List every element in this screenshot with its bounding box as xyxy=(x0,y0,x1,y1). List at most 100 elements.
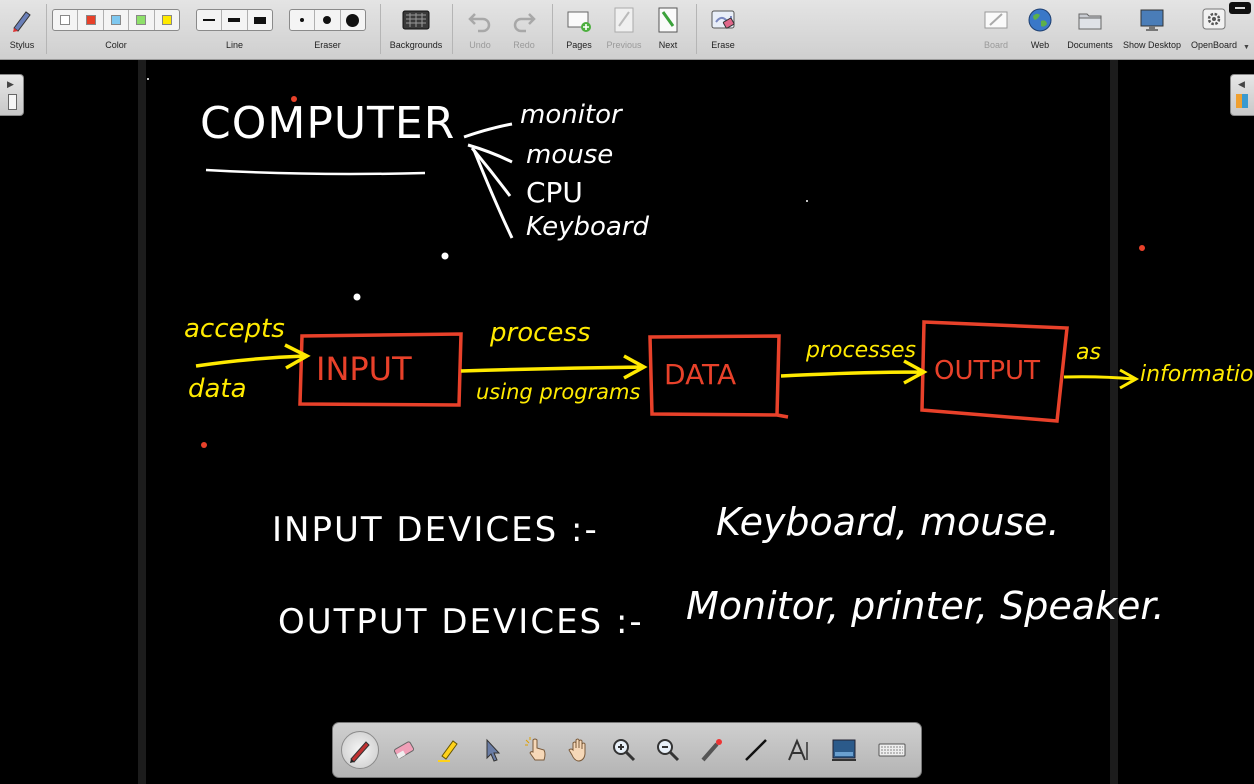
input-devices-label: INPUT DEVICES :- xyxy=(272,510,599,550)
flow-accepts-label: accepts xyxy=(184,314,285,344)
stylus-dock xyxy=(332,722,922,778)
eraser-small-button[interactable] xyxy=(290,10,316,30)
part-mouse: mouse xyxy=(526,140,614,170)
redo-icon xyxy=(513,13,536,33)
eraser-size-group xyxy=(289,9,366,31)
laser-pointer-icon xyxy=(701,739,722,762)
line-tool-button[interactable] xyxy=(737,731,775,769)
flow-input-box: INPUT xyxy=(316,350,412,388)
web-label: Web xyxy=(1030,40,1050,50)
flow-output-box: OUTPUT xyxy=(934,356,1040,386)
right-palette-tab[interactable]: ◀ xyxy=(1230,74,1254,116)
interact-tool-button[interactable] xyxy=(517,731,555,769)
hand-tool-button[interactable] xyxy=(561,731,599,769)
backgrounds-icon xyxy=(402,10,430,30)
text-icon xyxy=(788,738,808,761)
add-page-icon xyxy=(567,11,591,32)
line-label: Line xyxy=(225,40,243,50)
previous-page-icon xyxy=(614,7,634,33)
pen-icon xyxy=(350,741,370,763)
color-red-swatch[interactable] xyxy=(78,10,104,30)
flow-using-programs-label: using programs xyxy=(476,380,641,404)
keyboard-icon xyxy=(878,743,906,757)
input-devices-list: Keyboard, mouse. xyxy=(716,500,1060,544)
zoom-out-icon xyxy=(657,739,680,762)
zoom-in-tool-button[interactable] xyxy=(605,731,643,769)
part-cpu: CPU xyxy=(526,176,583,209)
flow-process-label: process xyxy=(490,318,591,348)
flow-information-label: information xyxy=(1140,362,1254,387)
pen-tool-button[interactable] xyxy=(341,731,379,769)
highlighter-icon xyxy=(438,740,458,762)
expand-right-icon: ▶ xyxy=(7,79,14,89)
line-thick-button[interactable] xyxy=(248,10,272,30)
board-icon xyxy=(984,11,1008,29)
gear-icon xyxy=(1202,8,1226,30)
library-panel-icon xyxy=(1236,94,1248,108)
output-devices-list: Monitor, printer, Speaker. xyxy=(686,584,1165,628)
flow-processes-label: processes xyxy=(806,338,917,363)
right-board-border xyxy=(1110,60,1118,784)
capture-tool-button[interactable] xyxy=(825,731,863,769)
color-label: Color xyxy=(105,40,127,50)
whiteboard-canvas[interactable] xyxy=(146,60,1110,784)
selector-tool-button[interactable] xyxy=(473,731,511,769)
color-white-swatch[interactable] xyxy=(53,10,79,30)
color-green-swatch[interactable] xyxy=(129,10,155,30)
show-desktop-label: Show Desktop xyxy=(1122,40,1182,50)
flow-data-label: data xyxy=(188,374,247,404)
eraser-icon xyxy=(393,741,415,759)
next-label: Next xyxy=(658,40,678,50)
output-devices-label: OUTPUT DEVICES :- xyxy=(278,602,644,642)
minimize-button[interactable] xyxy=(1229,2,1251,14)
eraser-label: Eraser xyxy=(314,40,341,50)
pages-label: Pages xyxy=(566,40,592,50)
color-palette xyxy=(52,9,180,31)
board-label: Board xyxy=(983,40,1009,50)
laser-pointer-tool-button[interactable] xyxy=(693,731,731,769)
left-palette-tab[interactable]: ▶ xyxy=(0,74,24,116)
eraser-tool-button[interactable] xyxy=(385,731,423,769)
zoom-in-icon xyxy=(613,739,636,762)
eraser-large-button[interactable] xyxy=(341,10,365,30)
eraser-medium-button[interactable] xyxy=(315,10,341,30)
flow-as-label: as xyxy=(1076,340,1101,365)
left-board-border xyxy=(138,60,146,784)
next-page-icon xyxy=(658,7,678,33)
stylus-icon xyxy=(13,11,31,32)
marker-tool-button[interactable] xyxy=(429,731,467,769)
color-blue-swatch[interactable] xyxy=(104,10,130,30)
desktop-monitor-icon xyxy=(1140,9,1164,31)
color-yellow-swatch[interactable] xyxy=(155,10,179,30)
hand-icon xyxy=(568,738,586,762)
line-width-group xyxy=(196,9,273,31)
flow-data-box: DATA xyxy=(664,358,737,391)
part-monitor: monitor xyxy=(520,100,622,130)
main-toolbar: Stylus Color Line Eraser Backgrounds xyxy=(0,0,1254,60)
arrow-cursor-icon xyxy=(486,738,501,762)
pointing-hand-icon xyxy=(525,737,546,761)
undo-icon xyxy=(468,13,491,33)
keyboard-tool-button[interactable] xyxy=(873,731,911,769)
line-icon xyxy=(745,739,767,761)
expand-left-icon: ◀ xyxy=(1238,79,1245,89)
globe-icon xyxy=(1028,8,1052,32)
folder-icon xyxy=(1078,13,1102,30)
capture-icon xyxy=(832,739,856,761)
zoom-out-tool-button[interactable] xyxy=(649,731,687,769)
documents-label: Documents xyxy=(1067,40,1113,50)
previous-label: Previous xyxy=(606,40,642,50)
line-thin-button[interactable] xyxy=(197,10,223,30)
erase-label: Erase xyxy=(711,40,735,50)
backgrounds-label: Backgrounds xyxy=(389,40,443,50)
stylus-label: Stylus xyxy=(9,40,35,50)
undo-label: Undo xyxy=(469,40,491,50)
line-medium-button[interactable] xyxy=(222,10,248,30)
erase-board-icon xyxy=(711,10,735,29)
dropdown-arrow-icon[interactable]: ▼ xyxy=(1243,44,1250,51)
redo-label: Redo xyxy=(513,40,535,50)
text-tool-button[interactable] xyxy=(781,731,819,769)
minimize-icon xyxy=(1235,7,1245,9)
pages-panel-icon xyxy=(8,94,17,110)
